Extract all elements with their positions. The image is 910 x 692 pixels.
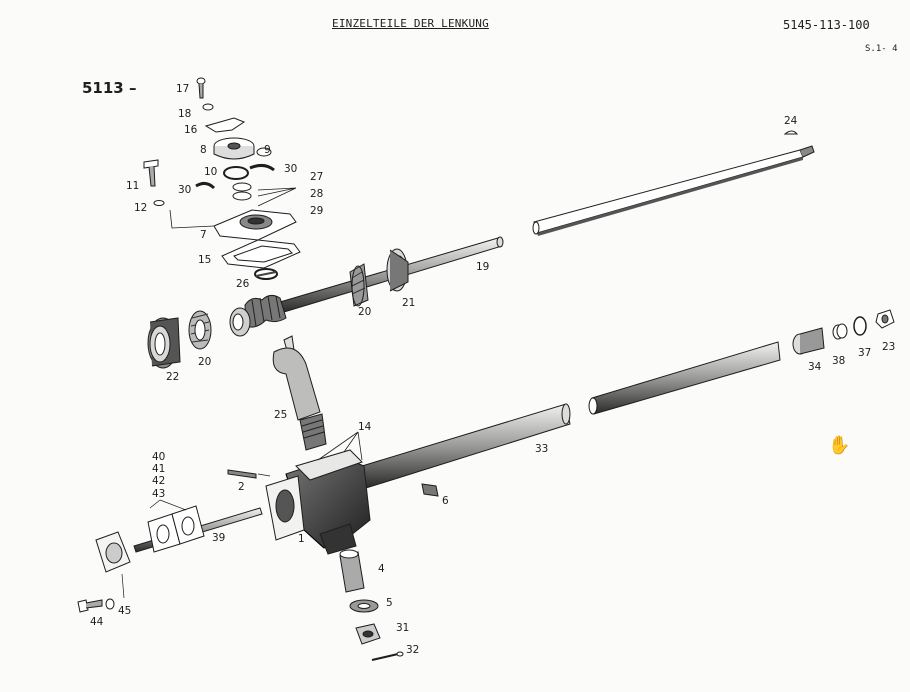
part-14-pointer-lines	[317, 431, 363, 461]
worm-gear	[229, 294, 287, 337]
part-25-sector-shaft	[272, 335, 327, 451]
callout-24: 24	[784, 115, 798, 127]
callout-25: 25	[274, 409, 287, 421]
part-21-bearing-cup	[386, 248, 409, 292]
callout-11: 11	[126, 180, 139, 192]
callout-37: 37	[858, 347, 871, 359]
document-number: 5145-113-100	[783, 18, 870, 32]
callout-33: 33	[535, 443, 548, 455]
part-32-cotter-pin	[371, 651, 404, 661]
callout-12: 12	[134, 202, 147, 214]
part-37-ring	[853, 316, 867, 336]
callout-20a: 20	[358, 306, 371, 318]
part-20-bearing-cone-upper	[349, 263, 369, 307]
callout-17: 17	[176, 83, 189, 95]
callout-1: 1	[298, 533, 305, 545]
callout-2: 2	[238, 481, 245, 493]
part-5-washer	[349, 599, 379, 613]
callout-8: 8	[200, 144, 207, 156]
part-27-28-washers	[232, 182, 297, 207]
callout-labels: 1 2 4 5 6 7 8 9 10 11 12 14 15 16 17 18 …	[90, 83, 895, 656]
diagram-title: EINZELTEILE DER LENKUNG	[332, 17, 489, 30]
callout-30b: 30	[178, 184, 191, 196]
callout-41: 41	[152, 463, 165, 475]
part-7-cover	[169, 209, 297, 241]
callout-42: 42	[152, 475, 165, 487]
part-30-shim-left	[195, 181, 216, 190]
part-22-bearing-cup	[147, 317, 181, 369]
part-10-o-ring	[223, 166, 249, 180]
end-cover	[95, 531, 131, 573]
tie-rod-tube	[588, 341, 781, 415]
callout-6: 6	[442, 495, 449, 507]
part-12-washer	[153, 200, 165, 206]
callout-27: 27	[310, 171, 323, 183]
callout-43: 43	[152, 488, 165, 500]
part-2-pin	[227, 469, 257, 479]
callout-5: 5	[386, 597, 393, 609]
part-26-washer	[254, 268, 278, 280]
callout-14: 14	[358, 421, 372, 433]
part-8-adjuster	[213, 137, 255, 160]
callout-22: 22	[166, 371, 179, 383]
part-45-washer	[105, 598, 115, 610]
callout-28: 28	[310, 188, 323, 200]
part-6-plug	[421, 483, 439, 497]
callout-20b: 20	[198, 356, 211, 368]
callout-19: 19	[476, 261, 489, 273]
part-44-bolt	[77, 599, 103, 613]
callout-44: 44	[90, 616, 104, 628]
part-16-lock-plate	[204, 117, 246, 133]
part-38-spring	[832, 323, 848, 340]
part-30-shim-right	[249, 163, 275, 172]
callout-38: 38	[832, 355, 845, 367]
part-23-nut	[875, 309, 895, 329]
part-34-bushing	[792, 327, 825, 355]
callout-21: 21	[402, 297, 415, 309]
callout-29: 29	[310, 205, 323, 217]
callout-23: 23	[882, 341, 895, 353]
callout-32: 32	[406, 644, 419, 656]
callout-18: 18	[178, 108, 191, 120]
group-number: 5113 –	[82, 79, 137, 97]
callout-31: 31	[396, 622, 409, 634]
callout-39: 39	[212, 532, 225, 544]
callout-45: 45	[118, 605, 131, 617]
part-24-long-rod	[532, 130, 815, 236]
callout-9: 9	[264, 144, 271, 156]
callout-16: 16	[184, 124, 198, 136]
part-17-screw	[196, 77, 206, 99]
callout-15: 15	[198, 254, 211, 266]
leader-lines	[121, 473, 271, 599]
callout-4: 4	[378, 563, 385, 575]
part-18-washer	[202, 103, 214, 111]
callout-40: 40	[152, 451, 165, 463]
part-9-seal	[256, 147, 272, 157]
part-15-gasket	[221, 239, 301, 269]
part-20-bearing-cone-lower	[188, 310, 212, 350]
callout-30a: 30	[284, 163, 297, 175]
sheet-number: S.1- 4	[865, 44, 898, 54]
part-1-gearbox-housing	[265, 449, 371, 555]
part-43-gaskets	[147, 505, 205, 553]
part-11-bolt	[143, 159, 159, 187]
callout-26: 26	[236, 278, 250, 290]
part-31-castle-nut	[355, 623, 381, 645]
part-4-sleeve	[339, 549, 365, 593]
callout-10: 10	[204, 166, 217, 178]
callout-34: 34	[808, 361, 822, 373]
hand-pointer-icon: ✋	[828, 435, 851, 456]
callout-7: 7	[200, 229, 207, 241]
